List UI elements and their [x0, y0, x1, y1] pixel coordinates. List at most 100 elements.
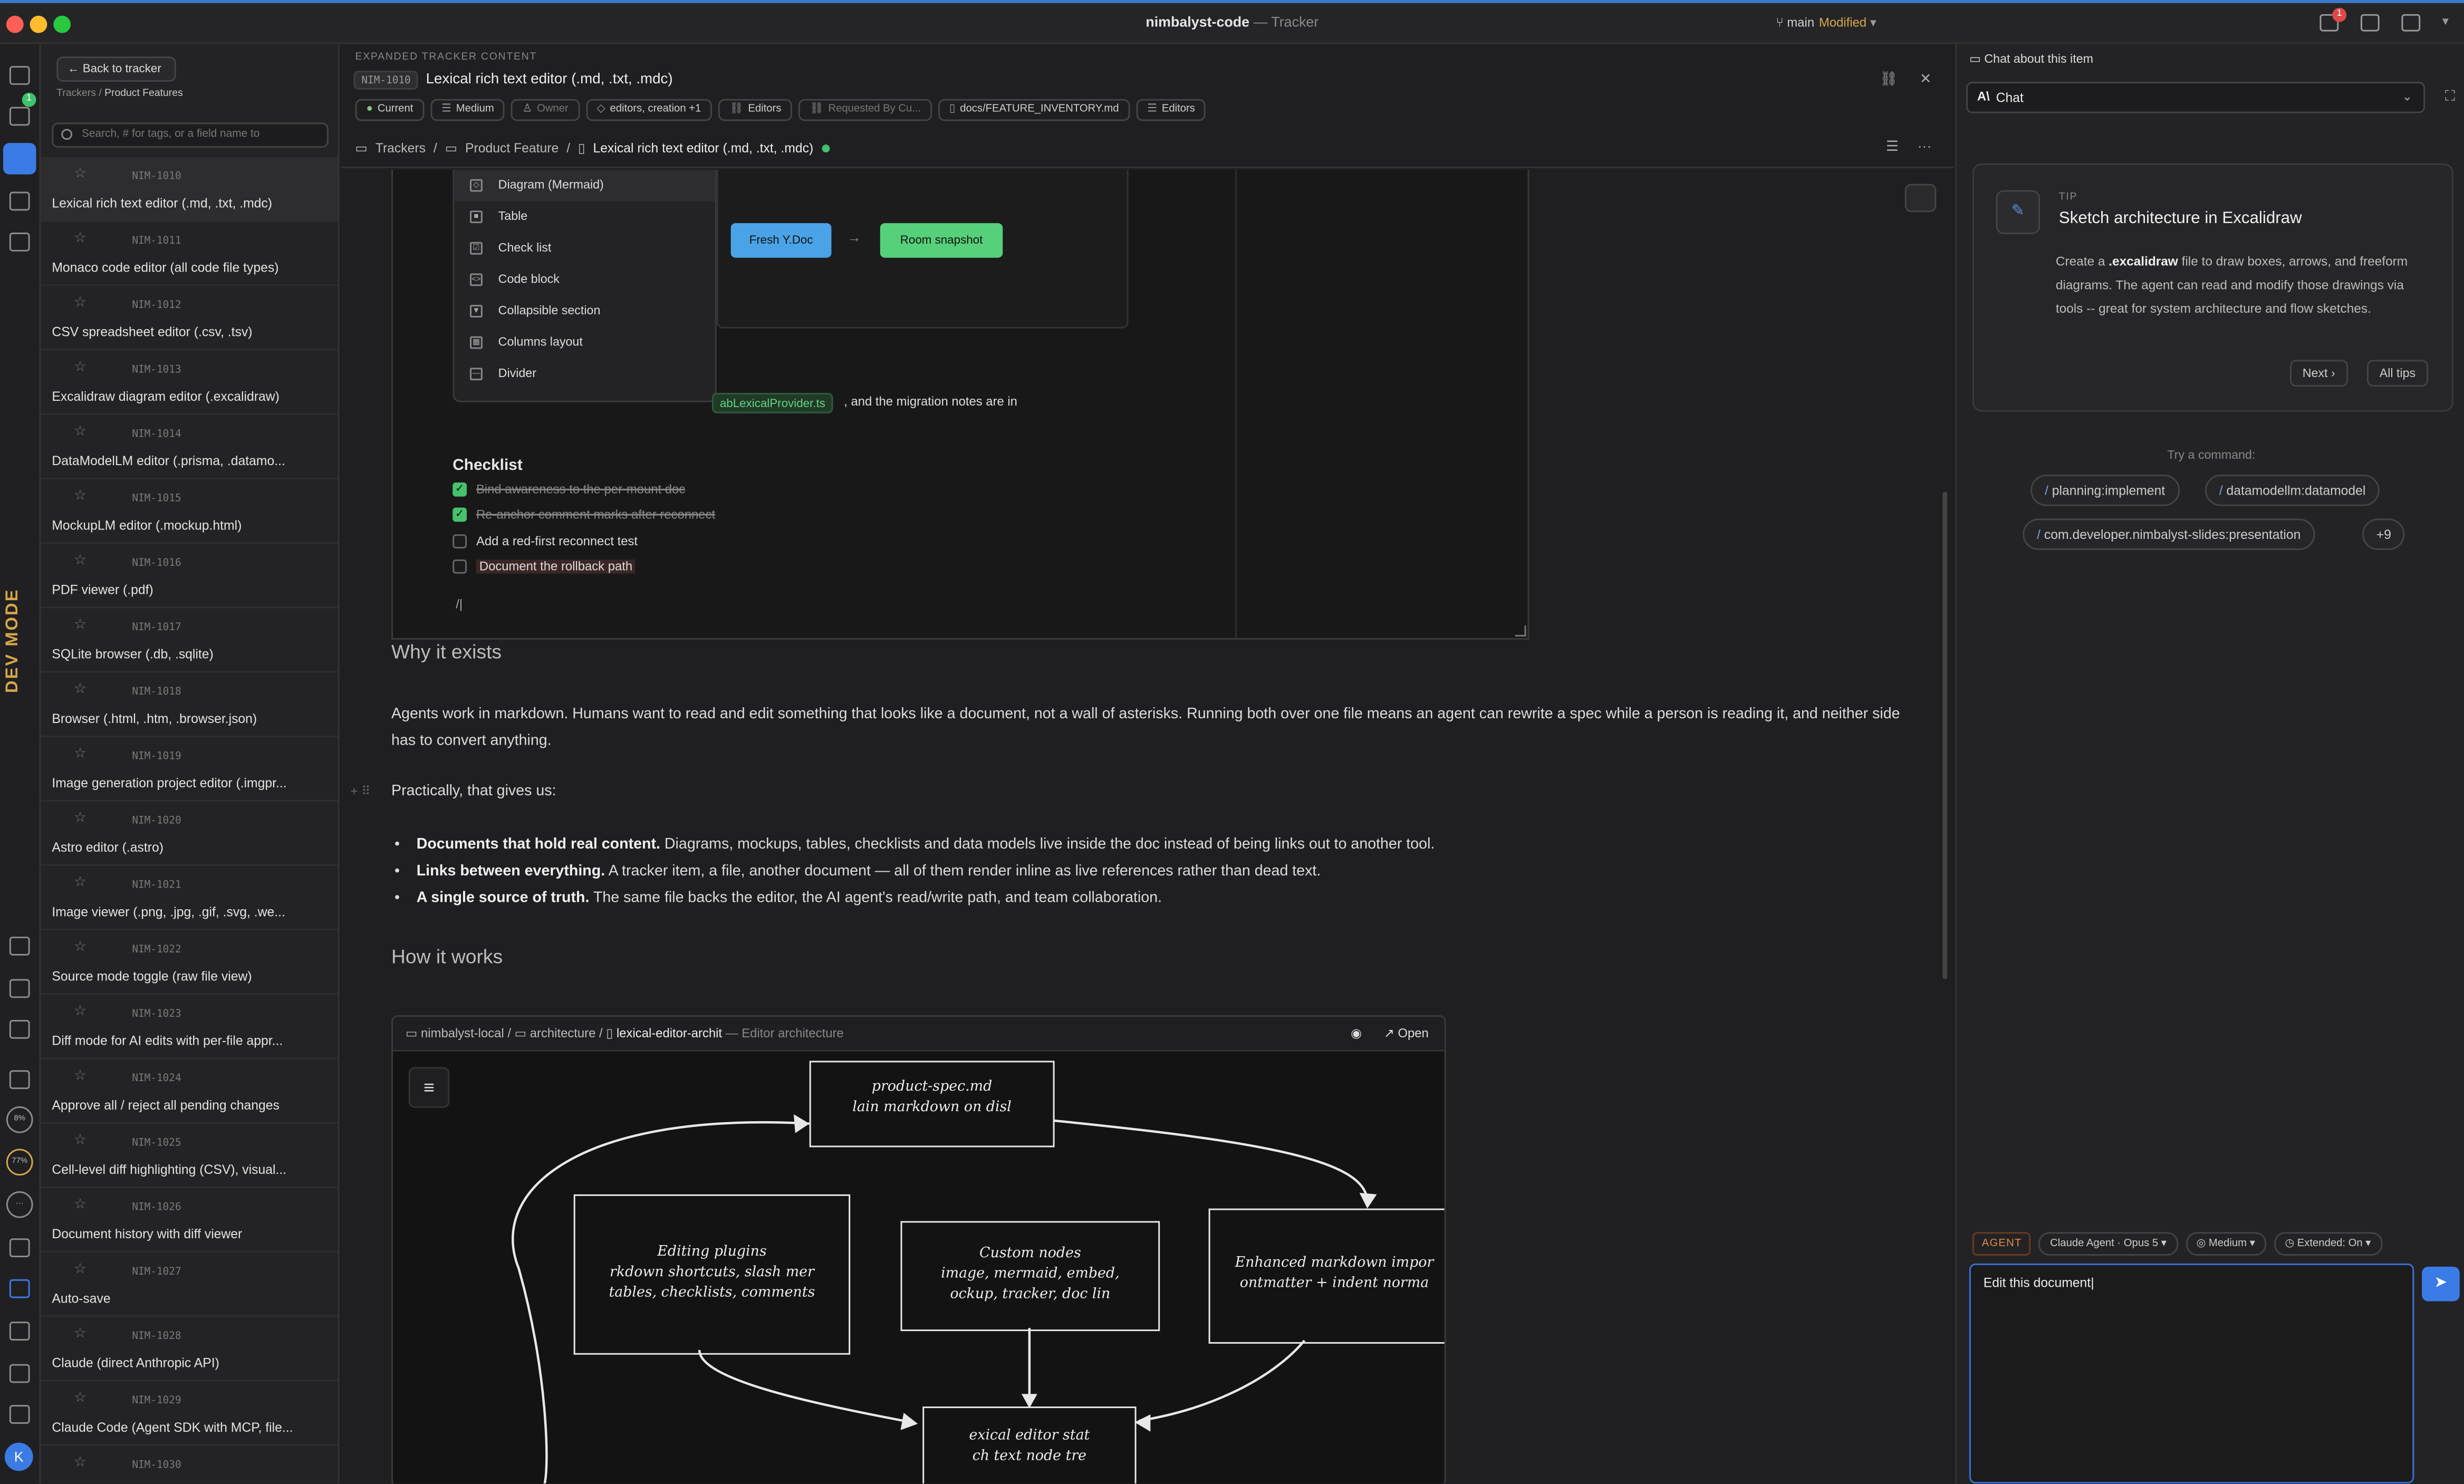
message-composer[interactable]: Edit this document|: [1969, 1263, 2414, 1484]
field-chip[interactable]: ⛓Requested By Cu...: [798, 99, 932, 121]
send-button[interactable]: ➤: [2422, 1266, 2460, 1302]
code-icon[interactable]: 1: [9, 92, 36, 126]
field-chip[interactable]: ▯docs/FEATURE_INVENTORY.md: [938, 99, 1130, 121]
command-chip[interactable]: / planning:implement: [2030, 474, 2180, 506]
breadcrumb-item[interactable]: Trackers: [375, 140, 426, 156]
file-search-icon[interactable]: [9, 1238, 30, 1257]
star-icon[interactable]: ☆: [74, 358, 87, 374]
star-icon[interactable]: ☆: [74, 551, 87, 567]
excalidraw-embed[interactable]: ▭ nimbalyst-local / ▭ architecture / ▯ l…: [391, 1015, 1446, 1484]
star-icon[interactable]: ☆: [74, 1067, 87, 1083]
back-to-tracker-button[interactable]: ← Back to tracker: [56, 56, 176, 82]
sketch-node[interactable]: Enhanced markdown impor ontmatter + inde…: [1208, 1208, 1445, 1344]
outline-icon[interactable]: ☰: [1885, 138, 1899, 155]
star-icon[interactable]: ☆: [74, 938, 87, 954]
star-icon[interactable]: ☆: [74, 229, 87, 245]
editor-embed[interactable]: Fresh Y.Doc → Room snapshot ◇Diagram (Me…: [391, 169, 1529, 640]
sketch-node[interactable]: product-spec.md lain markdown on disl: [809, 1061, 1055, 1148]
inbox-icon[interactable]: 1: [2319, 7, 2347, 32]
resize-handle[interactable]: [1515, 625, 1526, 637]
menu-item[interactable]: ▼Collapsible section: [454, 295, 715, 327]
editor-scrollbar[interactable]: [1942, 492, 1948, 979]
wand-icon[interactable]: [9, 233, 30, 252]
agent-icon[interactable]: [9, 191, 30, 211]
more-commands-chip[interactable]: +9: [2362, 518, 2405, 550]
field-chip[interactable]: ♙Owner: [511, 99, 580, 121]
field-chip[interactable]: ◇editors, creation +1: [585, 99, 713, 121]
star-icon[interactable]: ☆: [74, 1260, 87, 1276]
mute-icon[interactable]: [9, 1070, 30, 1090]
next-tip-button[interactable]: Next ›: [2289, 360, 2348, 387]
usage-gauge-b[interactable]: 77%: [6, 1149, 33, 1176]
hamburger-menu-icon[interactable]: ≡: [408, 1067, 450, 1108]
star-icon[interactable]: ☆: [74, 745, 87, 761]
breadcrumb-item[interactable]: Product Feature: [465, 140, 559, 156]
star-icon[interactable]: ☆: [74, 1389, 87, 1405]
effort-select[interactable]: ◎ Medium ▾: [2185, 1232, 2266, 1256]
checkbox[interactable]: [453, 559, 467, 574]
tracker-search-input[interactable]: Search, # for tags, or a field name to: [52, 122, 329, 148]
star-icon[interactable]: ☆: [74, 294, 87, 310]
checkbox[interactable]: ✓: [453, 482, 467, 497]
star-icon[interactable]: ☆: [74, 809, 87, 825]
open-button[interactable]: Open: [1398, 1026, 1429, 1040]
more-chevron-icon[interactable]: ▾: [2442, 14, 2449, 28]
field-chip[interactable]: ☰Editors: [1136, 99, 1206, 121]
star-icon[interactable]: ☆: [74, 1325, 87, 1341]
flask-icon[interactable]: [9, 937, 30, 956]
git-icon[interactable]: [9, 1020, 30, 1039]
drag-handle-icon[interactable]: + ⠿: [350, 784, 371, 798]
tracker-list-item[interactable]: ☆NIM-1030: [41, 1446, 338, 1484]
field-chip[interactable]: ☰Medium: [430, 99, 505, 121]
command-chip[interactable]: / com.developer.nimbalyst-slides:present…: [2023, 518, 2315, 550]
comment-icon[interactable]: [1904, 184, 1937, 213]
star-icon[interactable]: ☆: [74, 422, 87, 439]
expand-icon[interactable]: ⛶: [2444, 88, 2455, 104]
checklist-item[interactable]: ✓Re-anchor comment marks after reconnect: [453, 507, 715, 522]
more-options-icon[interactable]: ···: [1917, 138, 1932, 155]
palette-icon[interactable]: [9, 1364, 30, 1383]
star-icon[interactable]: ☆: [74, 1131, 87, 1148]
feedback-icon[interactable]: [9, 1405, 30, 1424]
star-icon[interactable]: ☆: [74, 1196, 87, 1212]
cloud-icon[interactable]: [9, 1322, 30, 1341]
minimize-window-button[interactable]: [30, 15, 47, 33]
checklist-item[interactable]: ✓Bind awareness to the per-mount doc: [453, 482, 685, 497]
tracker-icon[interactable]: [3, 143, 36, 175]
layout-icon[interactable]: [2401, 14, 2421, 32]
model-select[interactable]: Claude Agent · Opus 5 ▾: [2039, 1232, 2178, 1256]
more-icon[interactable]: ···: [6, 1191, 33, 1218]
star-icon[interactable]: ☆: [74, 165, 87, 181]
star-icon[interactable]: ☆: [74, 680, 87, 697]
sketch-node[interactable]: Custom nodes image, mermaid, embed, ocku…: [900, 1221, 1160, 1332]
star-icon[interactable]: ☆: [74, 873, 87, 890]
terminal-icon[interactable]: [9, 979, 30, 998]
menu-item[interactable]: <>Code block: [454, 264, 715, 296]
avatar[interactable]: K: [4, 1442, 33, 1471]
sketch-node[interactable]: exical editor stat ch text node tre: [922, 1406, 1137, 1484]
usage-gauge-a[interactable]: 8%: [6, 1106, 33, 1133]
field-chip[interactable]: ⛓Editors: [718, 99, 793, 121]
star-icon[interactable]: ☆: [74, 1453, 87, 1470]
chat-mode-select[interactable]: A\Chat⌄: [1966, 81, 2426, 113]
extended-select[interactable]: ◷ Extended: On ▾: [2274, 1232, 2382, 1256]
maximize-window-button[interactable]: [53, 15, 71, 33]
hierarchy-icon[interactable]: [9, 66, 30, 85]
star-icon[interactable]: ☆: [74, 616, 87, 632]
